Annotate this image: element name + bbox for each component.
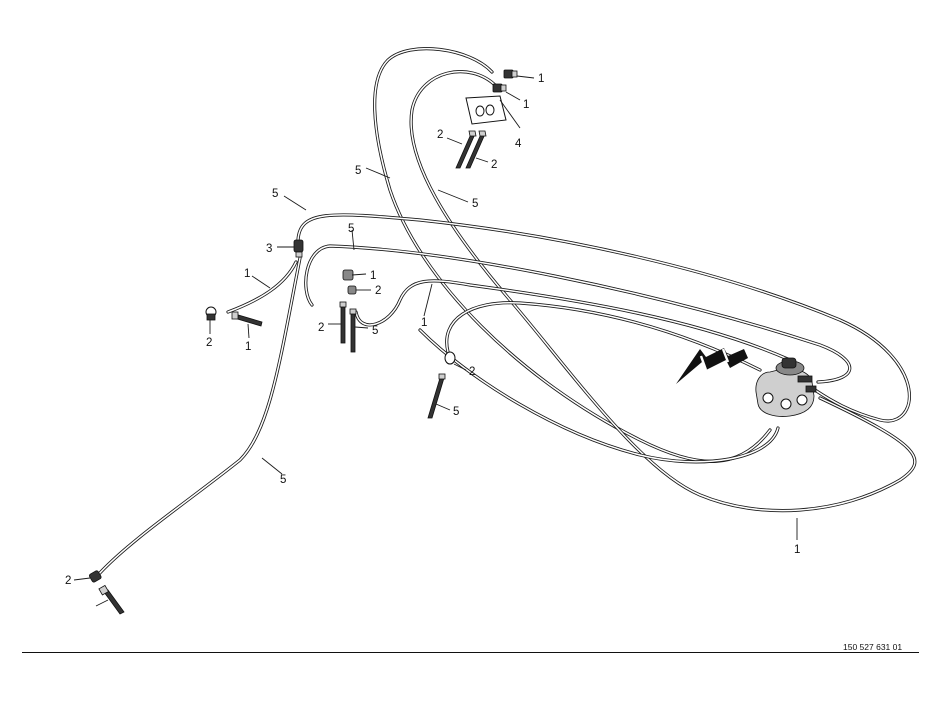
- callout-label: 1: [523, 99, 529, 111]
- callout-label: 5: [472, 198, 478, 210]
- valve-assembly: [755, 357, 817, 417]
- hoses: [96, 47, 917, 577]
- fitting-bottom-left: [89, 570, 102, 583]
- pin-right-center: [427, 373, 446, 419]
- callout-label: 5: [372, 325, 378, 337]
- callout-label: 5: [272, 188, 278, 200]
- fitting-top-1: [503, 69, 518, 79]
- callout-label: 4: [515, 138, 522, 150]
- fitting-3: [293, 239, 304, 258]
- pin-bottom-left: [98, 584, 125, 615]
- callout-label: 1: [370, 270, 376, 282]
- callout-label: 2: [491, 159, 497, 171]
- direction-arrow: [676, 348, 748, 384]
- pin-top-b: [465, 130, 487, 169]
- pin-center-a: [339, 301, 347, 344]
- fitting-center-b: [347, 285, 357, 295]
- callout-label: 1: [538, 73, 544, 85]
- callout-label: 2: [437, 129, 443, 141]
- callout-label: 1: [244, 268, 250, 280]
- fitting-center-a: [342, 269, 354, 281]
- fitting-right-center: [444, 351, 456, 365]
- callout-label: 2: [65, 575, 71, 587]
- callout-label: 2: [469, 366, 475, 378]
- footer-rule: [22, 652, 919, 653]
- callout-label: 2: [206, 337, 212, 349]
- callout-label: 2: [375, 285, 381, 297]
- callout-label: 1: [245, 341, 251, 353]
- bracket: [465, 95, 521, 129]
- callout-label: 5: [453, 406, 459, 418]
- callout-label: 1: [794, 544, 800, 556]
- drawing-number: 150 527 631 01: [843, 642, 903, 652]
- fitting-top-2: [492, 83, 507, 93]
- callouts: 1 1 4 2 2 5 5 5 3 5 1 1 2 2 5 1 2 1 2 5 …: [65, 73, 800, 587]
- callout-label: 5: [280, 474, 286, 486]
- leader-lines: [73, 75, 798, 607]
- pin-center-b: [349, 308, 357, 353]
- callout-label: 5: [355, 165, 361, 177]
- fitting-left: [205, 306, 217, 321]
- callout-label: 3: [266, 243, 272, 255]
- callout-label: 2: [318, 322, 324, 334]
- pin-left: [231, 311, 263, 327]
- callout-label: 1: [421, 317, 427, 329]
- pin-top-a: [455, 130, 477, 169]
- callout-label: 5: [348, 223, 354, 235]
